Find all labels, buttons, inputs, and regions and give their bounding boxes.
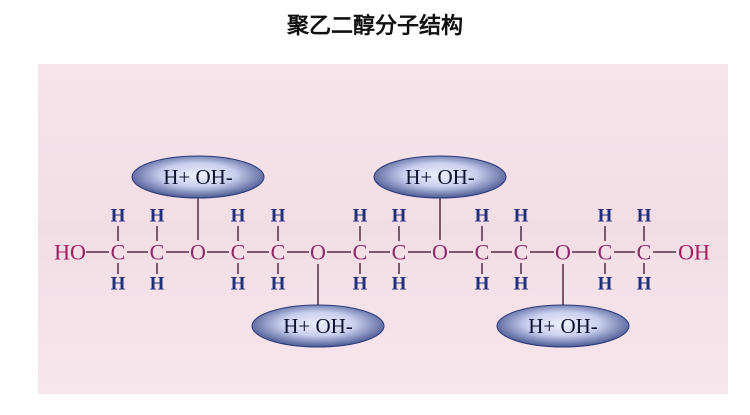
water-ellipse bbox=[131, 155, 265, 199]
hydrogen-atom: H bbox=[353, 274, 368, 295]
carbon-atom: C bbox=[475, 240, 490, 265]
water-ellipse bbox=[373, 155, 507, 199]
hydrogen-bond-bubble: H+ OH- bbox=[496, 304, 630, 348]
carbon-atom: C bbox=[637, 240, 652, 265]
carbon-atom: C bbox=[514, 240, 529, 265]
carbon-atom: C bbox=[111, 240, 126, 265]
hydrogen-atom: H bbox=[475, 274, 490, 295]
hydrogen-atom: H bbox=[271, 274, 286, 295]
hydrogen-atom: H bbox=[111, 206, 126, 227]
hydrogen-atom: H bbox=[598, 274, 613, 295]
water-label: H+ OH- bbox=[163, 165, 233, 189]
oxygen-atom: O bbox=[432, 240, 448, 265]
hydrogen-atom: H bbox=[150, 206, 165, 227]
hydrogen-atom: H bbox=[637, 206, 652, 227]
hydrogen-bond-bubble: H+ OH- bbox=[131, 155, 265, 199]
hydrogen-atom: H bbox=[598, 206, 613, 227]
water-ellipse bbox=[496, 304, 630, 348]
oxygen-atom: O bbox=[555, 240, 571, 265]
hydrogen-atom: H bbox=[150, 274, 165, 295]
oxygen-atom: O bbox=[310, 240, 326, 265]
terminal-ho-label: HO bbox=[54, 240, 86, 265]
carbon-atom: C bbox=[392, 240, 407, 265]
hydrogen-atom: H bbox=[231, 274, 246, 295]
hydrogen-atom: H bbox=[392, 206, 407, 227]
hydrogen-atom: H bbox=[514, 274, 529, 295]
water-label: H+ OH- bbox=[283, 314, 353, 338]
hydrogen-bond-bubble: H+ OH- bbox=[373, 155, 507, 199]
water-label: H+ OH- bbox=[405, 165, 475, 189]
carbon-atom: C bbox=[353, 240, 368, 265]
hydrogen-bond-bubble: H+ OH- bbox=[251, 304, 385, 348]
oxygen-atom: O bbox=[190, 240, 206, 265]
hydrogen-atom: H bbox=[353, 206, 368, 227]
hydrogen-atom: H bbox=[271, 206, 286, 227]
hydrogen-atom: H bbox=[392, 274, 407, 295]
water-label: H+ OH- bbox=[528, 314, 598, 338]
hydrogen-atom: H bbox=[514, 206, 529, 227]
carbon-atom: C bbox=[231, 240, 246, 265]
terminal-oh-label: OH bbox=[678, 240, 710, 265]
hydrogen-atom: H bbox=[111, 274, 126, 295]
carbon-atom: C bbox=[598, 240, 613, 265]
carbon-atom: C bbox=[150, 240, 165, 265]
carbon-atom: C bbox=[271, 240, 286, 265]
hydrogen-atom: H bbox=[637, 274, 652, 295]
hydrogen-atom: H bbox=[231, 206, 246, 227]
page-title: 聚乙二醇分子结构 bbox=[286, 14, 463, 39]
hydrogen-atom: H bbox=[475, 206, 490, 227]
water-ellipse bbox=[251, 304, 385, 348]
